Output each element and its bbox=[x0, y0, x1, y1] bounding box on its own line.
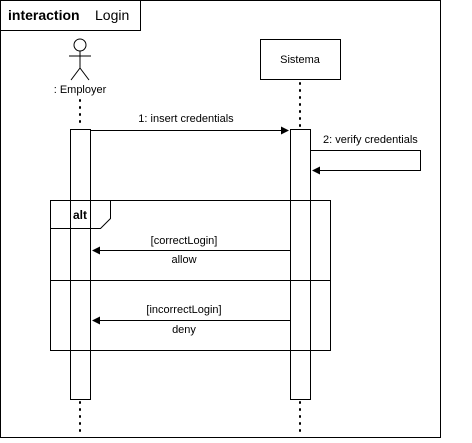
sistema-activation-bar bbox=[290, 129, 311, 400]
interaction-name: Login bbox=[95, 7, 129, 23]
sistema-lifeline-head bbox=[260, 39, 341, 80]
deny-reply-label: deny bbox=[172, 324, 196, 336]
verify-credentials-label: 2: verify credentials bbox=[323, 134, 418, 146]
interaction-frame bbox=[0, 0, 441, 438]
incorrect-login-guard: [incorrectLogin] bbox=[146, 304, 221, 316]
employer-activation-bar bbox=[70, 129, 91, 400]
actor-icon bbox=[69, 38, 91, 81]
verify-credentials-arrow bbox=[311, 150, 421, 175]
employer-lifeline-label: : Employer bbox=[54, 84, 107, 96]
allow-reply-label: allow bbox=[171, 254, 196, 266]
alt-fragment-label: alt bbox=[73, 208, 87, 222]
alt-fragment-tab bbox=[50, 200, 111, 229]
insert-credentials-label: 1: insert credentials bbox=[138, 113, 234, 125]
interaction-title-tab bbox=[0, 0, 141, 31]
interaction-keyword: interaction bbox=[8, 7, 80, 23]
correct-login-guard: [correctLogin] bbox=[151, 235, 218, 247]
sistema-lifeline-label: Sistema bbox=[280, 54, 321, 66]
alt-fragment bbox=[50, 200, 331, 351]
